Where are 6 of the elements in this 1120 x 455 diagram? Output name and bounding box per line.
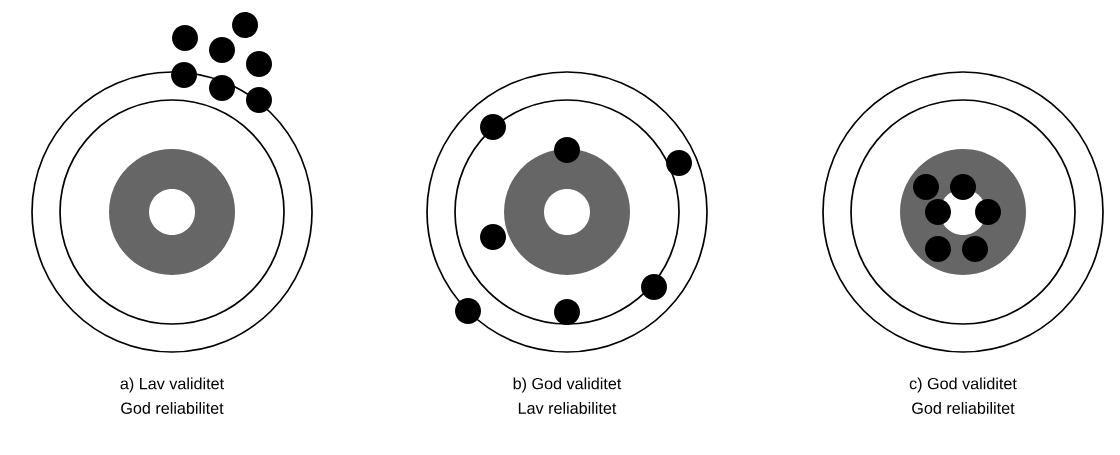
caption: a) Lav validitet xyxy=(120,377,224,393)
caption: b) God validitet xyxy=(513,377,622,393)
caption: c) God validitet xyxy=(909,377,1017,393)
caption: God reliabilitet xyxy=(121,402,224,414)
caption: God reliabilitet xyxy=(912,402,1015,414)
caption: Lav reliabilitet xyxy=(518,402,617,414)
